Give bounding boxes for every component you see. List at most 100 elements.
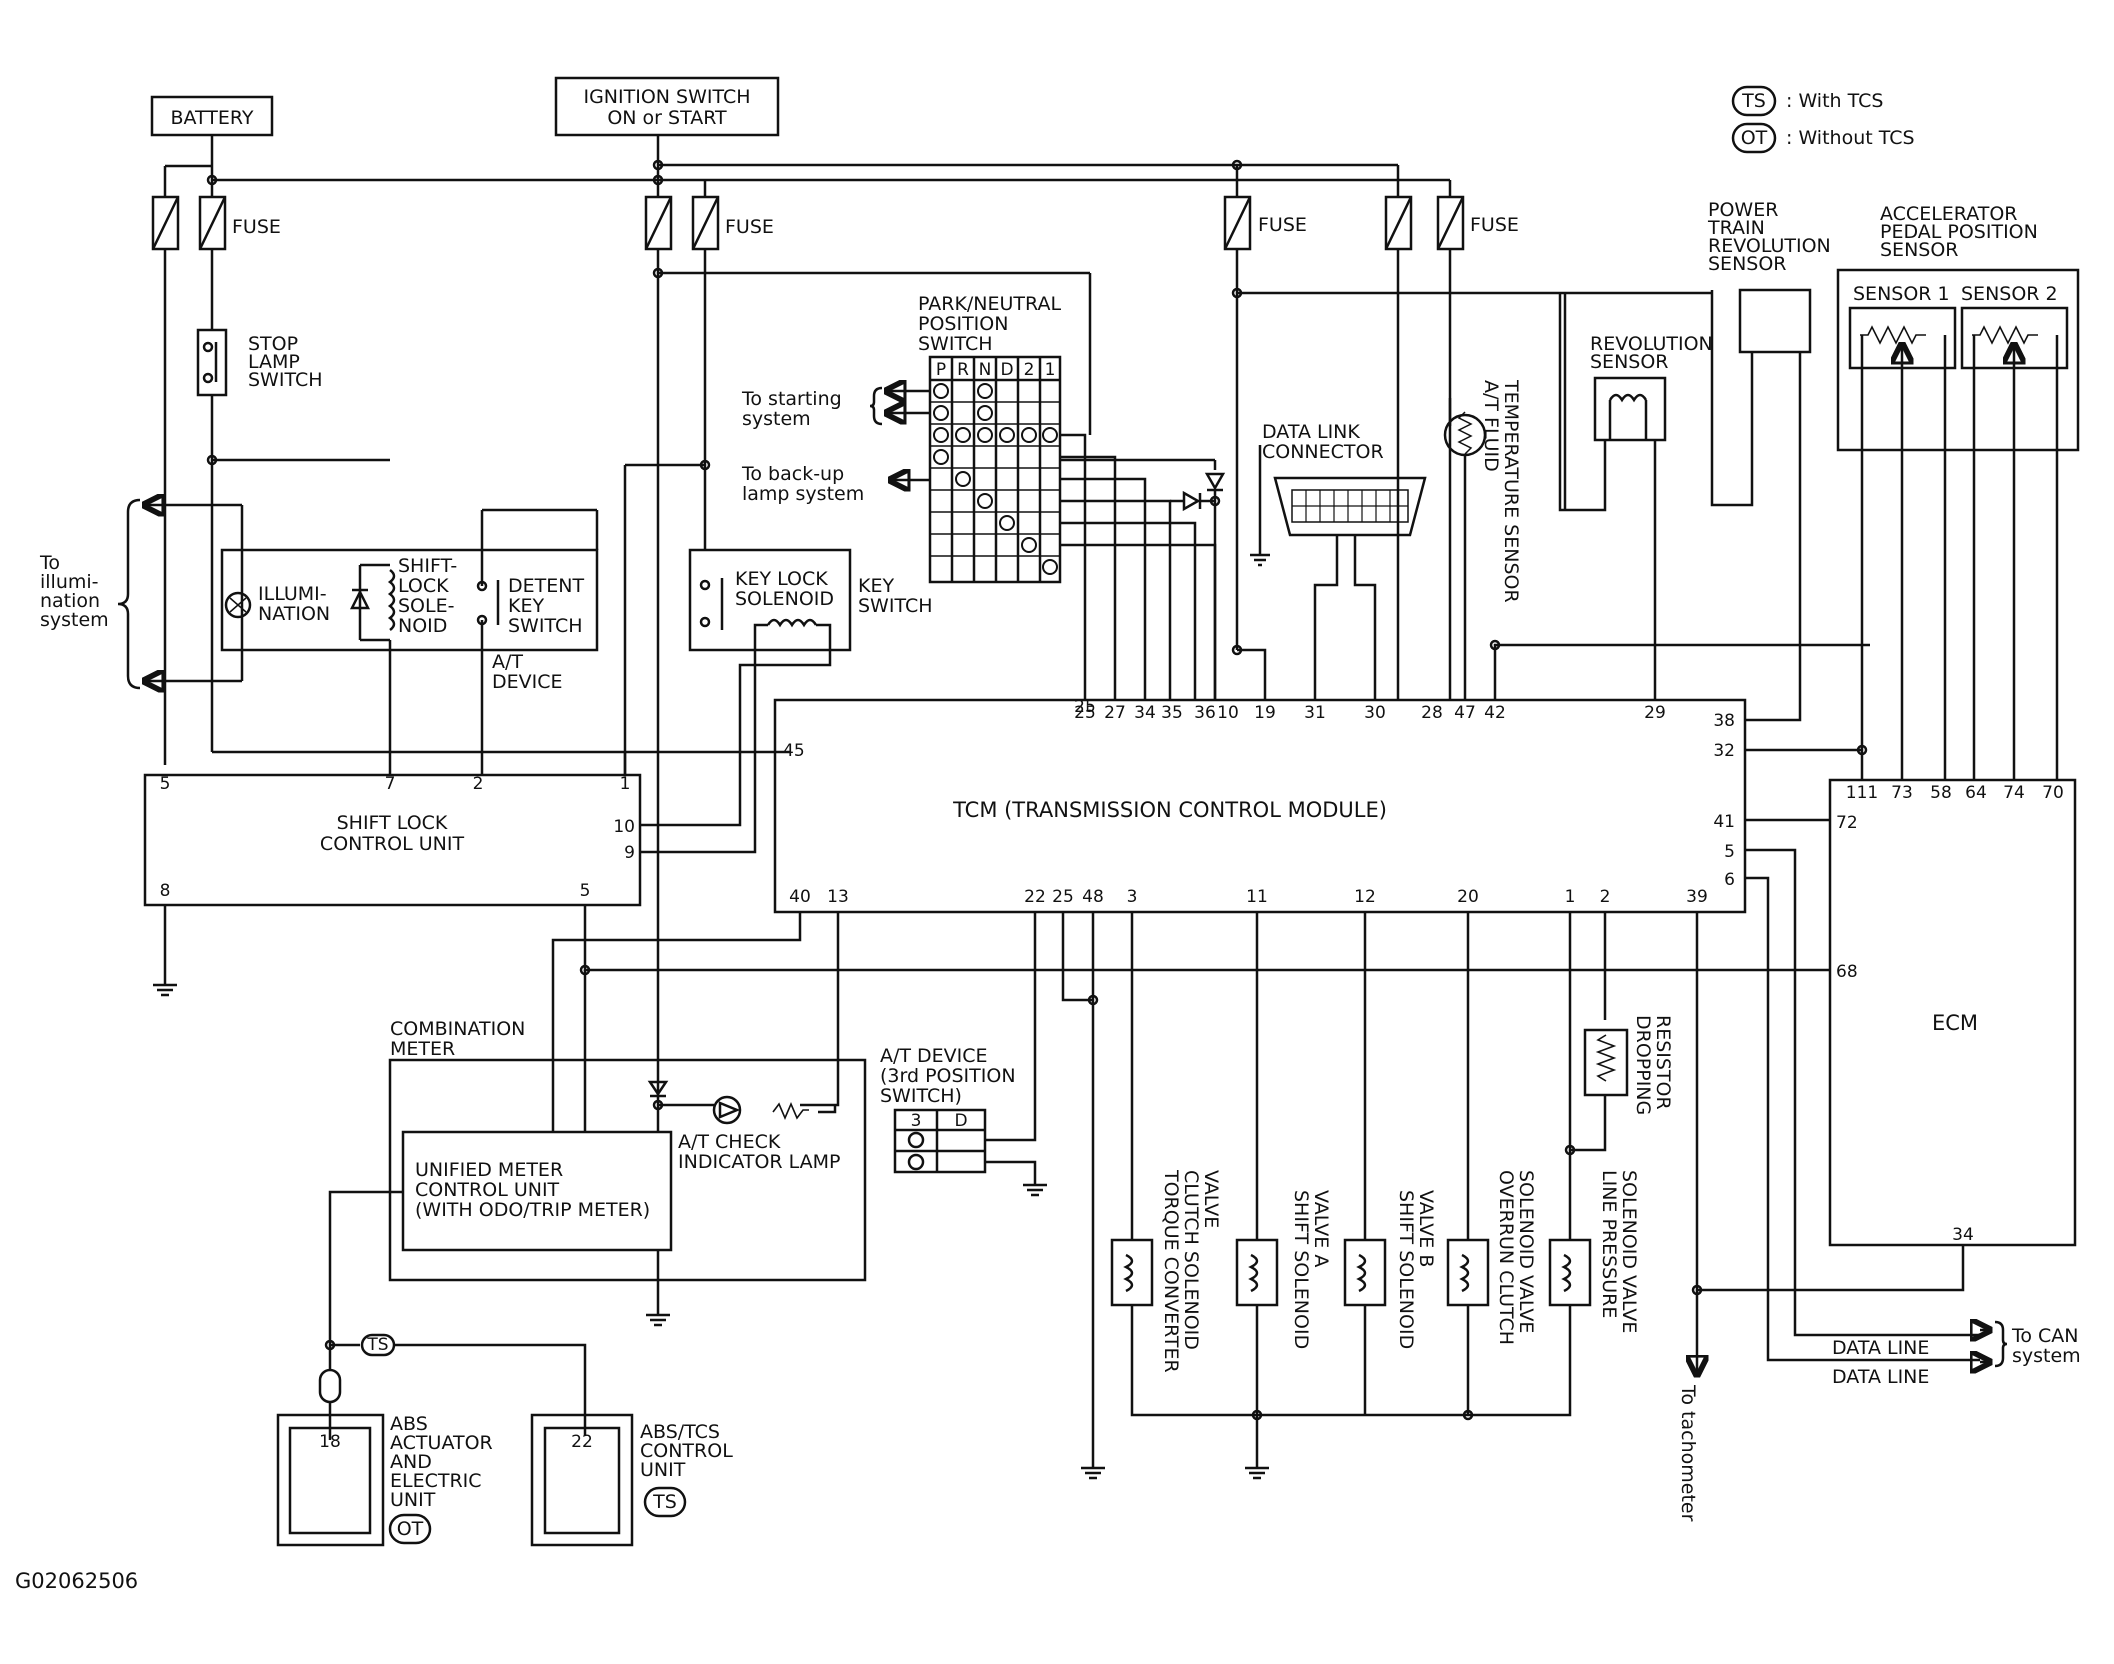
- shift-lock-label-1: SHIFT-: [398, 555, 457, 577]
- pnp-col-r: R: [957, 360, 969, 380]
- pin: 6: [1724, 870, 1735, 890]
- pin: 25: [1052, 887, 1074, 907]
- pnp-label-3: SWITCH: [918, 333, 993, 355]
- to-backup-label-1: To back-up: [741, 463, 844, 485]
- can-bus: DATA LINE DATA LINE To CAN system: [1832, 1320, 2081, 1388]
- ot-symbol: [1731, 122, 1777, 154]
- accelerator-sensor: ACCELERATOR PEDAL POSITION SENSOR SENSOR…: [1836, 203, 2080, 780]
- fluid-temp-label-2: TEMPERATURE SENSOR: [1500, 379, 1522, 603]
- at-device-label-2: DEVICE: [492, 671, 563, 693]
- pin: 31: [1304, 703, 1326, 723]
- pin: 64: [1965, 783, 1987, 803]
- to-illum-label-4: system: [40, 609, 109, 631]
- pin: 74: [2003, 783, 2025, 803]
- tc-clutch-label-2: CLUTCH SOLENOID: [1180, 1170, 1202, 1350]
- ts-symbol: [1731, 85, 1777, 117]
- potentiometer-icon: [1860, 325, 1926, 345]
- coil-icon: [766, 618, 818, 628]
- ignition-label-1: IGNITION SWITCH: [583, 86, 750, 108]
- ground-icon: [153, 983, 177, 997]
- abs-wiring: TS: [318, 1333, 587, 1440]
- ts-symbol-text: TS: [652, 1491, 677, 1513]
- abs-label-4: ELECTRIC: [390, 1470, 482, 1492]
- fluid-temp-sensor: A/T FLUID TEMPERATURE SENSOR: [1443, 249, 1522, 700]
- data-link-label-1: DATA LINK: [1262, 421, 1360, 443]
- diode-icon: [647, 1080, 669, 1097]
- power-train-label-1: POWER: [1708, 199, 1778, 221]
- pin: 70: [2042, 783, 2064, 803]
- sensor2-label: SENSOR 2: [1961, 283, 2058, 305]
- ot-symbol: [318, 1368, 342, 1404]
- fuse-group-4: FUSE: [1384, 195, 1519, 251]
- pin: 18: [319, 1432, 341, 1452]
- fuse-group-3: FUSE: [1223, 195, 1307, 251]
- pnp-col-n: N: [979, 360, 992, 380]
- legend: TS : With TCS OT : Without TCS: [1731, 85, 1915, 154]
- pin: 1: [620, 774, 631, 794]
- potentiometer-icon: [1972, 325, 2038, 345]
- pnp-wires: [1060, 273, 1226, 700]
- ts-symbol-text: TS: [366, 1335, 388, 1355]
- data-link-label-2: CONNECTOR: [1262, 441, 1384, 463]
- pin: 73: [1891, 783, 1913, 803]
- pin: 10: [613, 817, 635, 837]
- accel-label-1: ACCELERATOR: [1880, 203, 2018, 225]
- pin: 12: [1354, 887, 1376, 907]
- abs-label-5: UNIT: [390, 1489, 436, 1511]
- pin: 22: [571, 1432, 593, 1452]
- pin: 7: [385, 774, 396, 794]
- pin: 29: [1644, 703, 1666, 723]
- pin: 48: [1082, 887, 1104, 907]
- check-lamp-label-1: A/T CHECK: [678, 1131, 781, 1153]
- overrun-label-1: OVERRUN CLUTCH: [1495, 1170, 1517, 1345]
- ts-symbol-text: TS: [1741, 90, 1766, 112]
- data-link-connector: DATA LINK CONNECTOR: [1231, 249, 1567, 700]
- lamp-icon: [224, 591, 252, 619]
- stop-lamp-label-3: SWITCH: [248, 369, 323, 391]
- coil-icon: [1561, 1253, 1572, 1293]
- to-illum-label-1: To: [39, 552, 60, 574]
- pnp-switch: PARK/NEUTRAL POSITION SWITCH P R N D 2 1: [918, 293, 1061, 584]
- pin: 27: [1104, 703, 1126, 723]
- pnp-label-1: PARK/NEUTRAL: [918, 293, 1061, 315]
- pin: 41: [1713, 812, 1735, 832]
- coil-icon: [1123, 1253, 1134, 1293]
- to-backup-label-2: lamp system: [742, 483, 864, 505]
- detent-label-2: KEY: [508, 595, 544, 617]
- ignition-label-2: ON or START: [607, 107, 727, 129]
- at3-label-2: (3rd POSITION: [880, 1065, 1016, 1087]
- ts-legend-text: : With TCS: [1786, 90, 1883, 112]
- line-pressure-label-1: LINE PRESSURE: [1598, 1170, 1620, 1318]
- to-starting-label-2: system: [742, 408, 811, 430]
- revolution-label-1: REVOLUTION: [1590, 333, 1713, 355]
- to-illum-label-2: illumi-: [40, 571, 99, 593]
- combination-meter: COMBINATION METER UNIFIED METER CONTROL …: [388, 1018, 867, 1282]
- tcm-side-pins: 38 32 41 5 6 45 40 13 22 25 48 3 11 12 2…: [783, 711, 1735, 907]
- data-line-label-1: DATA LINE: [1832, 1337, 1929, 1359]
- combination-label-1: COMBINATION: [390, 1018, 525, 1040]
- ot-symbol-text: OT: [1741, 127, 1768, 149]
- pin: 1: [1565, 887, 1576, 907]
- ground-icon: [1250, 553, 1270, 567]
- shift-b-label-2: VALVE B: [1415, 1190, 1437, 1267]
- pin: 111: [1846, 783, 1878, 803]
- ecm-label: ECM: [1932, 1011, 1978, 1035]
- pin: 9: [624, 843, 635, 863]
- pnp-col-1: 1: [1045, 360, 1056, 380]
- detent-label-3: SWITCH: [508, 615, 583, 637]
- sensor1-label: SENSOR 1: [1853, 283, 1950, 305]
- at3-label-3: SWITCH): [880, 1085, 962, 1107]
- ground-icon: [1081, 1466, 1105, 1480]
- diode-icon: [1182, 490, 1201, 512]
- power-train-label-3: REVOLUTION: [1708, 235, 1831, 257]
- pin: 5: [160, 774, 171, 794]
- ground-icon: [1023, 1183, 1047, 1197]
- key-switch-label-2: SWITCH: [858, 595, 933, 617]
- fuse-group-2: FUSE: [644, 195, 774, 251]
- to-can-label-2: system: [2012, 1345, 2081, 1367]
- pin: 30: [1364, 703, 1386, 723]
- pin: 19: [1254, 703, 1276, 723]
- resistor-icon: [772, 1101, 809, 1121]
- pin: 3: [1127, 887, 1138, 907]
- key-lock-solenoid: KEY LOCK SOLENOID KEY SWITCH: [688, 548, 933, 652]
